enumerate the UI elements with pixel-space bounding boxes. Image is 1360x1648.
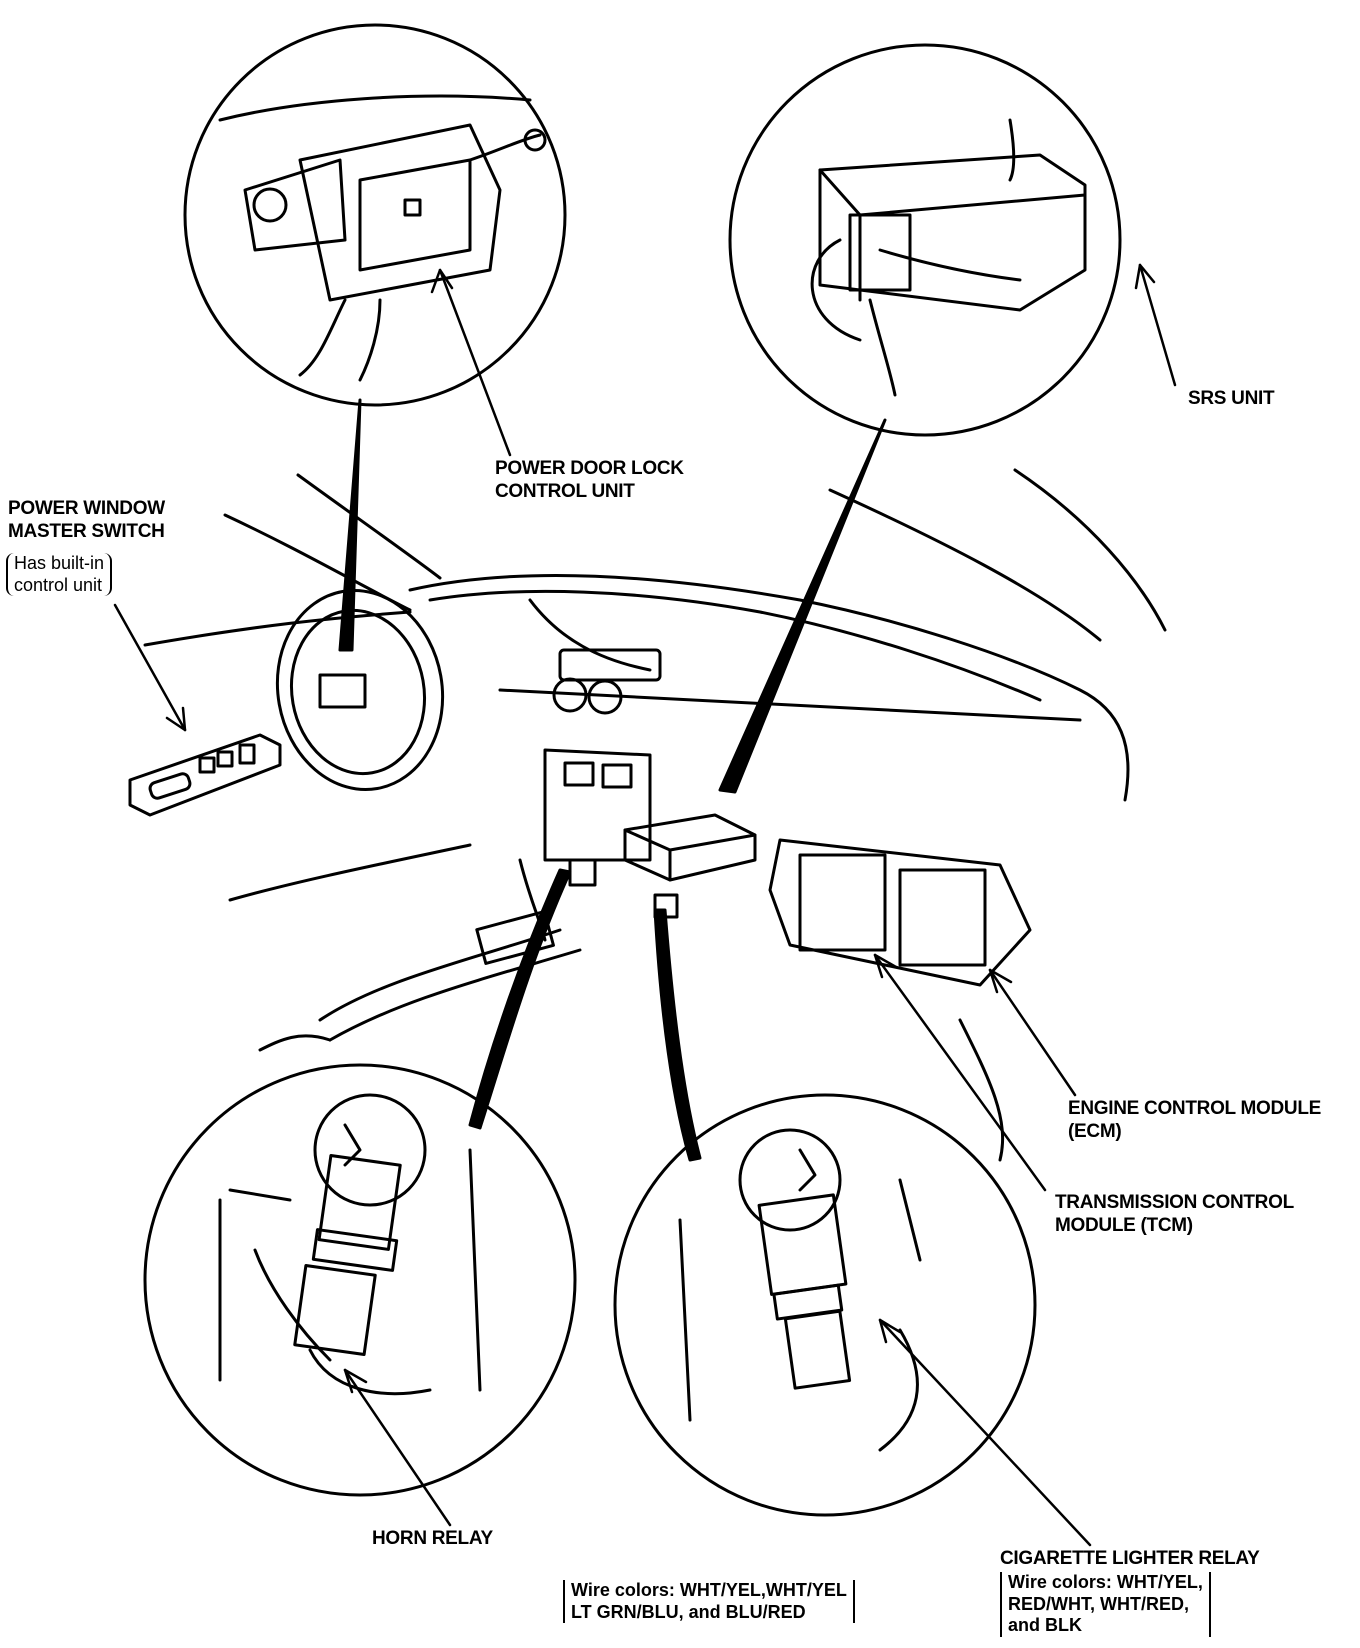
- cig-leader: [653, 908, 702, 1162]
- power-window-note: Has built-in control unit: [6, 553, 113, 597]
- tcm-label: TRANSMISSION CONTROL MODULE (TCM): [1055, 1192, 1294, 1238]
- door-lock-leader: [338, 398, 362, 652]
- cig-wire-colors-line1: Wire colors: WHT/YEL,: [1008, 1572, 1203, 1592]
- power-door-lock-label-line2: CONTROL UNIT: [495, 480, 635, 502]
- tcm-label-line1: TRANSMISSION CONTROL: [1055, 1192, 1294, 1213]
- power-window-label-line2: MASTER SWITCH: [8, 520, 165, 542]
- srs-leader: [718, 418, 887, 794]
- power-window-label: POWER WINDOW MASTER SWITCH: [8, 498, 165, 544]
- horn-leader: [468, 868, 572, 1130]
- horn-relay-detail-circle: [143, 1063, 577, 1497]
- label-leaders: [113, 263, 1177, 1547]
- tcm-label-line2: MODULE (TCM): [1055, 1214, 1193, 1236]
- cig-relay-detail-circle: [613, 1093, 1037, 1517]
- ecm-label: ENGINE CONTROL MODULE (ECM): [1068, 1098, 1321, 1144]
- power-window-note-line2: control unit: [14, 574, 103, 595]
- ecm-label-line2: (ECM): [1068, 1120, 1122, 1142]
- horn-wire-colors-line1: Wire colors: WHT/YEL,WHT/YEL: [571, 1580, 847, 1600]
- power-door-lock-label: POWER DOOR LOCK CONTROL UNIT: [495, 458, 684, 504]
- cig-relay-label: CIGARETTE LIGHTER RELAY: [1000, 1548, 1260, 1569]
- horn-relay-label: HORN RELAY: [372, 1528, 493, 1549]
- door-lock-detail-circle: [183, 23, 567, 407]
- cig-wire-colors-line2: RED/WHT, WHT/RED,: [1008, 1593, 1189, 1614]
- power-door-lock-label-line1: POWER DOOR LOCK: [495, 458, 684, 479]
- cig-wire-colors-line3: and BLK: [1008, 1615, 1082, 1636]
- ecm-label-line1: ENGINE CONTROL MODULE: [1068, 1098, 1322, 1119]
- horn-wire-colors: Wire colors: WHT/YEL,WHT/YEL LT GRN/BLU,…: [563, 1580, 855, 1624]
- dashboard-overview: [128, 468, 1167, 1162]
- horn-wire-colors-line2: LT GRN/BLU, and BLU/RED: [571, 1601, 806, 1622]
- srs-detail-circle: [728, 43, 1122, 437]
- power-window-note-line1: Has built-in: [14, 553, 105, 573]
- power-window-label-line1: POWER WINDOW: [8, 498, 165, 519]
- srs-unit-label: SRS UNIT: [1188, 388, 1275, 409]
- cig-wire-colors: Wire colors: WHT/YEL, RED/WHT, WHT/RED, …: [1000, 1572, 1211, 1637]
